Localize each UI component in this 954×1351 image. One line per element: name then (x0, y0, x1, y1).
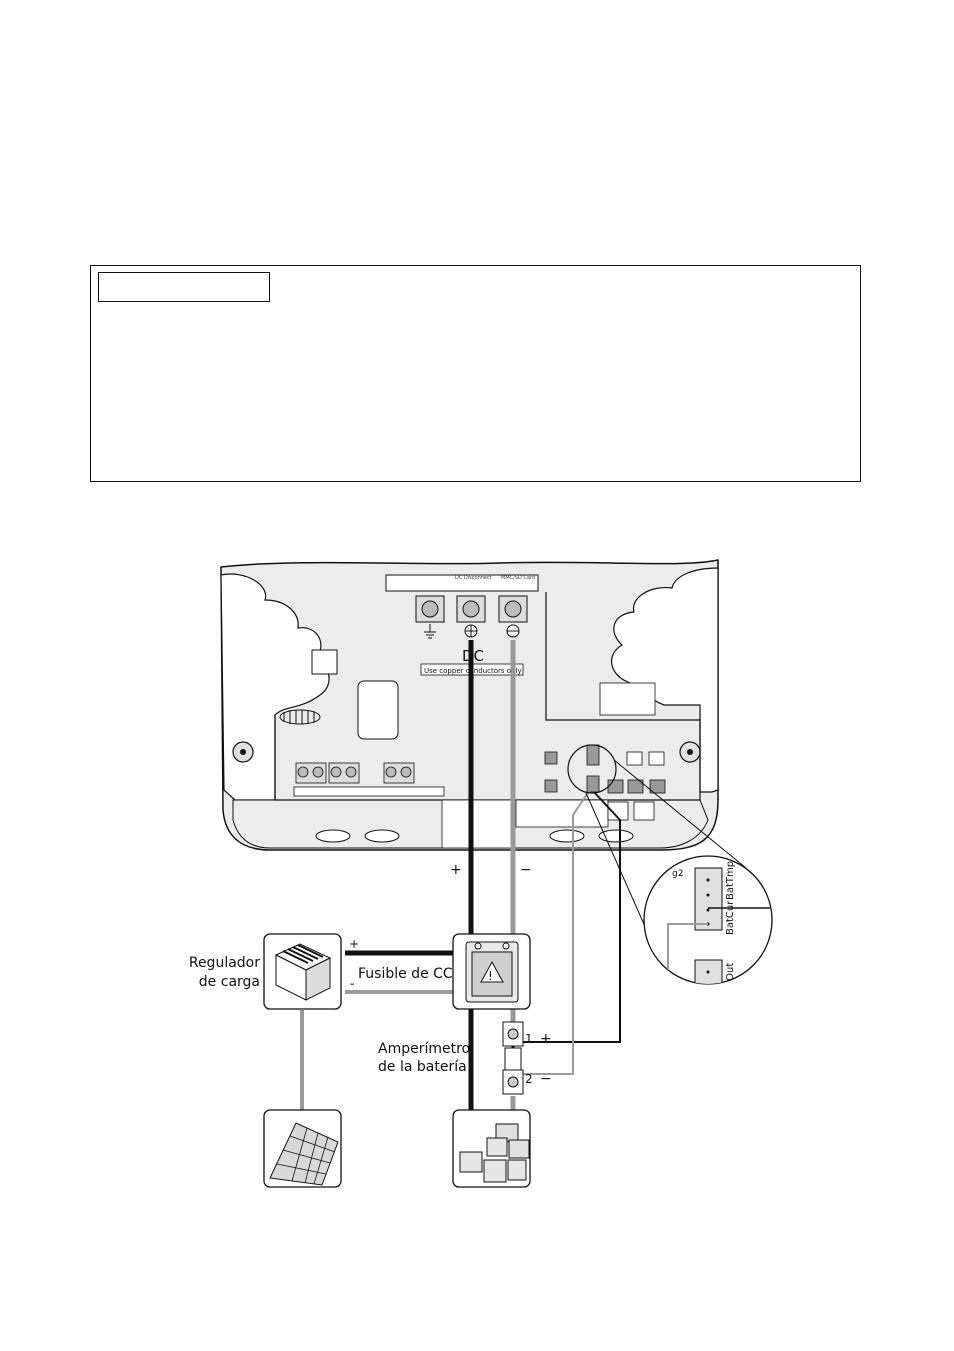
zoom-bat-cur-label: BatCur (725, 900, 736, 935)
ammeter-label-2: de la batería (378, 1059, 467, 1075)
dc-plus-label: + (450, 862, 462, 878)
dc-disconnect-label: DC Disconnect (455, 575, 492, 581)
battery-bank (452, 1109, 531, 1188)
zoom-detail: BatCur BatTmp igOut g2 (567, 744, 773, 990)
coil (279, 709, 321, 725)
shunt-minus-label: − (540, 1071, 552, 1087)
wires (300, 640, 621, 1110)
dc-minus-label: − (520, 862, 532, 878)
ammeter-label-1: Amperímetro (378, 1041, 470, 1057)
shunt-terminal-1: 1 (525, 1032, 533, 1046)
ac-terminals (293, 762, 445, 797)
zoom-dig-out-label: igOut (725, 963, 736, 990)
dc-terminals (415, 595, 528, 639)
dc-fuse: ! (452, 933, 531, 1010)
notice-box (90, 265, 861, 482)
mmc-card-label: MMC/SD Card (501, 575, 535, 581)
zoom-top-label: g2 (672, 869, 683, 879)
solar-panel (263, 1109, 342, 1188)
dc-fuse-label: Fusible de CC (358, 966, 453, 982)
shunt-plus-label: + (540, 1031, 552, 1047)
charge-controller-label-2: de carga (199, 974, 260, 990)
shunt-terminal-2: 2 (525, 1072, 533, 1086)
svg-text:!: ! (488, 969, 493, 983)
shunt (502, 1021, 524, 1095)
charge-controller-label-1: Regulador (189, 955, 260, 971)
charge-controller (263, 933, 342, 1010)
connector-strip (441, 682, 666, 849)
zoom-bat-tmp-label: BatTmp (725, 861, 736, 900)
notice-title-box (98, 272, 270, 302)
cc-plus-label: + (349, 937, 359, 951)
